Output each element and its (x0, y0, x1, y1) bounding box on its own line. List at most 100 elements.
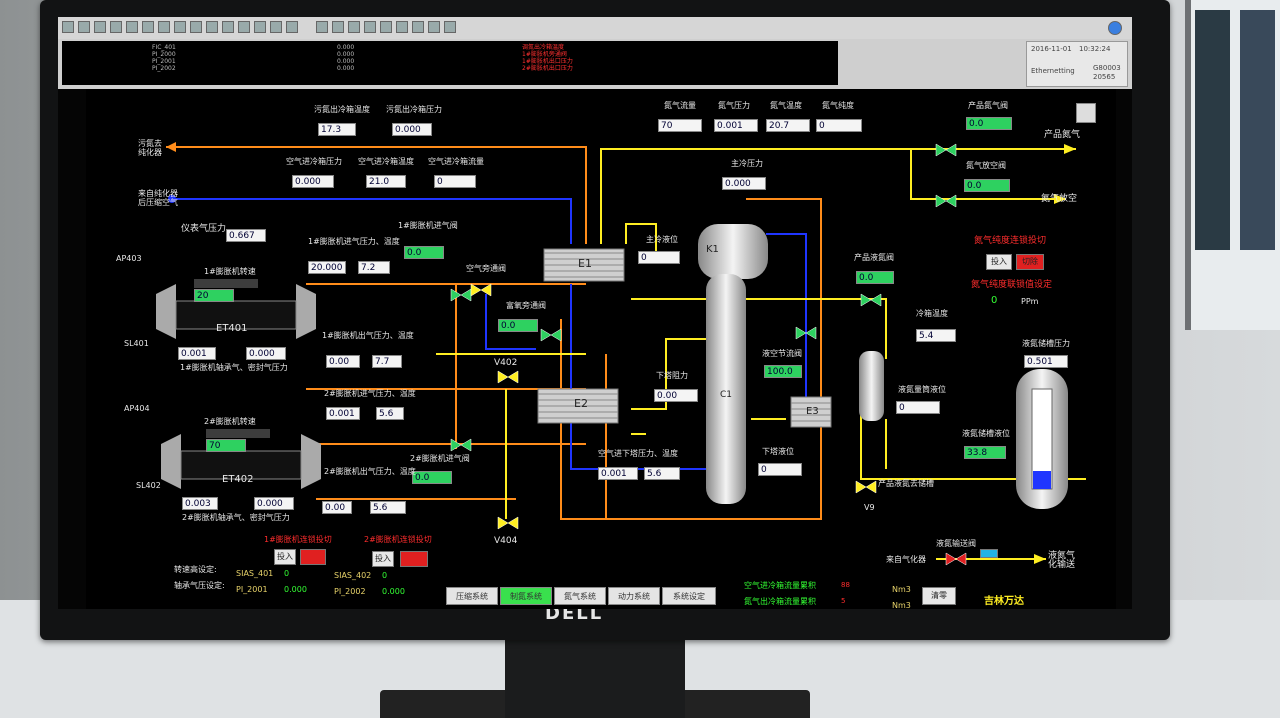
valve-icon[interactable] (450, 438, 472, 452)
list-icon[interactable] (110, 21, 122, 33)
lower-resist-label: 下塔阻力 (656, 371, 688, 380)
prod-ln2-tank-label: 产品液氮去储槽 (878, 479, 934, 488)
back-icon[interactable] (78, 21, 90, 33)
et402-label: ET402 (222, 474, 254, 485)
dirty-out-press-label: 污氮出冷箱压力 (386, 105, 442, 114)
valve-icon[interactable] (855, 480, 877, 494)
save-icon[interactable] (286, 21, 298, 33)
prod-n2-label: 产品氮气 (1044, 130, 1081, 140)
window-icon[interactable] (222, 21, 234, 33)
person-icon[interactable] (428, 21, 440, 33)
sl402-label: SL402 (136, 481, 161, 490)
n2-vent-valve-label: 氮气放空阀 (966, 161, 1006, 170)
arrows (1034, 144, 1076, 564)
pipe (600, 148, 1076, 244)
system-logo-icon[interactable] (1108, 21, 1122, 35)
nav-tab-settings[interactable]: 系统设定 (662, 587, 716, 605)
bell-icon[interactable] (412, 21, 424, 33)
exp1-off-button[interactable] (300, 549, 326, 565)
document-icon[interactable] (142, 21, 154, 33)
alarm-icon[interactable] (396, 21, 408, 33)
valve-icon[interactable] (945, 552, 967, 566)
exp1-on-button[interactable]: 投入 (274, 549, 296, 565)
n2-press-label: 氮气压力 (718, 101, 750, 110)
exp1-out-label: 1#膨胀机出气压力、温度 (322, 331, 414, 340)
dirty-out-temp-label: 污氮出冷箱温度 (314, 105, 370, 114)
valve-icon[interactable] (497, 370, 519, 384)
arrow (1034, 554, 1046, 564)
table-icon[interactable] (190, 21, 202, 33)
hmi-screen: FIC_401 PI_2000 PI_2001 PI_2002 0.000 0.… (58, 17, 1132, 609)
copy-icon[interactable] (158, 21, 170, 33)
v402-label: V402 (494, 358, 518, 368)
valve-icon[interactable] (795, 326, 817, 340)
column-c1 (706, 274, 746, 504)
exp1-interlock-label: 1#膨胀机连锁投切 (264, 535, 332, 544)
exp1-speed-value: 20 (194, 289, 234, 302)
ln2-tank-press-value: 0.501 (1024, 355, 1068, 368)
speed-high-label: 转速高设定: (174, 565, 217, 574)
valve-icon[interactable] (860, 293, 882, 307)
heat-exchanger-e1 (543, 248, 625, 282)
exp1-in-valve-value: 0.0 (404, 246, 444, 259)
ln2-valve-indicator[interactable] (980, 549, 998, 558)
valve-icon[interactable] (935, 143, 957, 157)
car-icon[interactable] (348, 21, 360, 33)
c1-label: C1 (720, 390, 733, 400)
alarm-message: 1#膨胀机旁通阀 (522, 51, 567, 58)
k1-label: K1 (706, 244, 719, 255)
n2-vent-valve-value: 0.0 (964, 179, 1010, 192)
expand-icon[interactable] (1076, 103, 1096, 123)
exp1-out-t-value: 7.7 (372, 355, 402, 368)
flag-icon[interactable] (364, 21, 376, 33)
air-in-flow-value: 0 (434, 175, 476, 188)
alarm-tags: FIC_401 PI_2000 PI_2001 PI_2002 (152, 44, 212, 72)
exp2-off-button[interactable] (400, 551, 428, 567)
arrow (166, 142, 176, 152)
pipe (625, 223, 657, 259)
valve-icon[interactable] (540, 328, 562, 342)
info-icon[interactable] (444, 21, 456, 33)
home-icon[interactable] (62, 21, 74, 33)
purity-cut-button[interactable]: 切除 (1016, 254, 1044, 270)
exp2-on-button[interactable]: 投入 (372, 551, 394, 567)
chart-icon[interactable] (174, 21, 186, 33)
key-icon[interactable] (332, 21, 344, 33)
air-lower-p-value: 0.001 (598, 467, 638, 480)
e3-label: E3 (806, 406, 819, 417)
valve-icon[interactable] (935, 194, 957, 208)
print-icon[interactable] (126, 21, 138, 33)
edit-icon[interactable] (238, 21, 250, 33)
alarm-values: 0.000 0.000 0.000 0.000 (337, 44, 377, 72)
nav-tab-compress[interactable]: 压缩系统 (446, 587, 498, 605)
ln2-transfer-label: 液氮气 化输送 (1048, 551, 1076, 570)
page-icon[interactable] (206, 21, 218, 33)
valve-icon[interactable] (497, 516, 519, 530)
alarm-messages: 调氮出冷箱温度 1#膨胀机旁通阀 1#膨胀机出口压力 2#膨胀机出口压力 (522, 44, 622, 72)
mail-icon[interactable] (380, 21, 392, 33)
main-cold-level-value: 0 (638, 251, 680, 264)
purity-invest-button[interactable]: 投入 (986, 254, 1012, 270)
nav-tab-n2-production[interactable]: 制氮系统 (500, 587, 552, 605)
clear-button[interactable]: 清零 (922, 587, 956, 605)
exp2-speed-value: 70 (206, 439, 246, 452)
purity-cut-label: 氮气纯度连锁投切 (974, 236, 1047, 246)
exp1-in-p-value: 20.000 (308, 261, 346, 274)
tool-icon[interactable] (254, 21, 266, 33)
ln2-tank-level-fill (1033, 471, 1051, 489)
zoom-icon[interactable] (270, 21, 282, 33)
exp1-out-p-value: 0.00 (326, 355, 360, 368)
nav-tab-power[interactable]: 动力系统 (608, 587, 660, 605)
dirty-n2-label: 污氮去 纯化器 (138, 139, 162, 157)
air-in-flow-label: 空气进冷箱流量 (428, 157, 484, 166)
nav-tab-n2-system[interactable]: 氮气系统 (554, 587, 606, 605)
cut-icon[interactable] (316, 21, 328, 33)
grid-icon[interactable] (94, 21, 106, 33)
alarm-tag: PI_2000 (152, 51, 176, 58)
exp2-in-label: 2#膨胀机进气压力、温度 (324, 389, 416, 398)
exp2-out-label: 2#膨胀机出气压力、温度 (324, 467, 416, 476)
exp1-seal-value: 0.000 (246, 347, 286, 360)
valve-icon[interactable] (450, 288, 472, 302)
valve-icon[interactable] (470, 283, 492, 297)
prod-n2-valve-value: 0.0 (966, 117, 1012, 130)
